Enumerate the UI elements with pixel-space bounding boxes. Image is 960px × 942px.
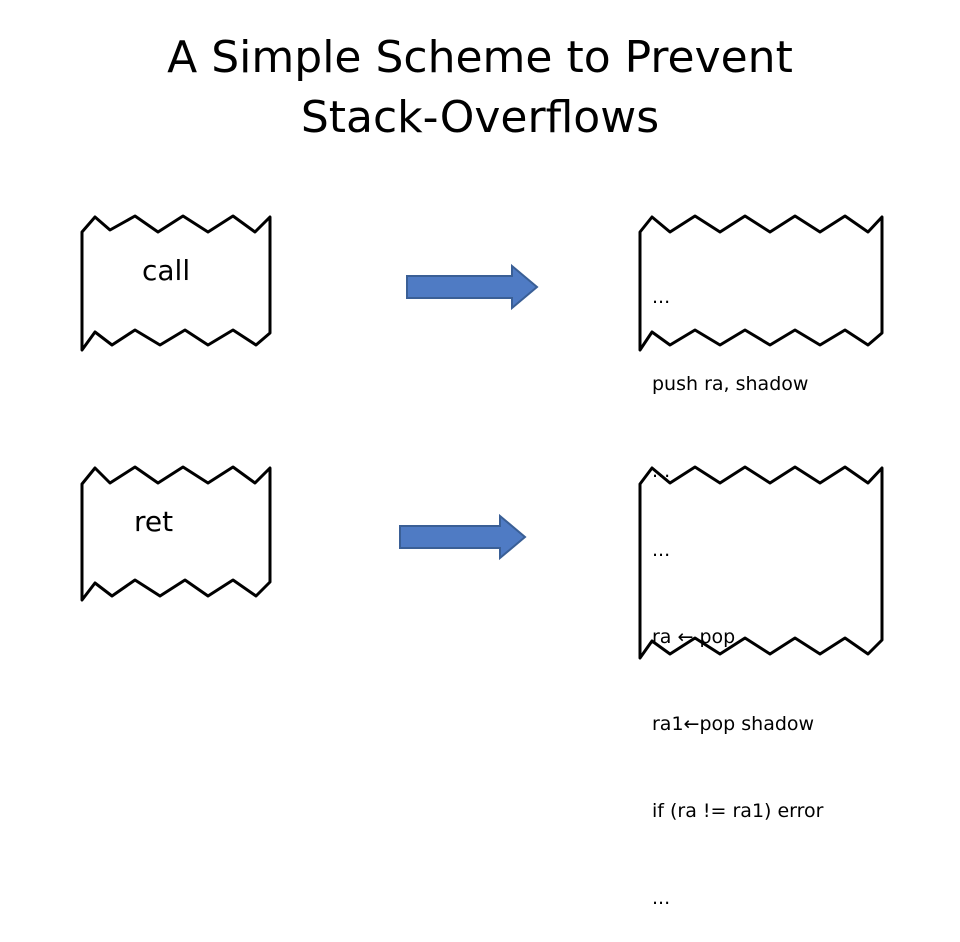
code-line: ... [652, 887, 671, 909]
code-line: ... [652, 460, 671, 482]
call-arrow [406, 263, 539, 311]
slide-title: A Simple Scheme to Prevent Stack-Overflo… [0, 28, 960, 148]
call-transformed-code: ... push ra, shadow ... [652, 225, 808, 515]
code-line: ... [652, 286, 671, 308]
slide-title-line-2: Stack-Overflows [300, 92, 660, 143]
call-source-box [80, 214, 272, 352]
ret-transformed-box [638, 465, 884, 660]
call-label: call [142, 254, 191, 287]
code-line: if (ra != ra1) error [652, 800, 824, 822]
code-line: push ra, shadow [652, 373, 809, 395]
ret-arrow [399, 513, 527, 561]
ret-source-box [80, 465, 272, 602]
ret-label: ret [134, 505, 174, 538]
code-line: ra ← pop [652, 626, 736, 648]
call-transformed-box [638, 214, 884, 352]
code-line: ... [652, 539, 671, 561]
diagram-canvas [80, 214, 884, 660]
slide-title-line-1: A Simple Scheme to Prevent [167, 32, 793, 83]
code-line: ra1←pop shadow [652, 713, 815, 735]
ret-transformed-code: ... ra ← pop ra1←pop shadow if (ra != ra… [652, 478, 823, 942]
